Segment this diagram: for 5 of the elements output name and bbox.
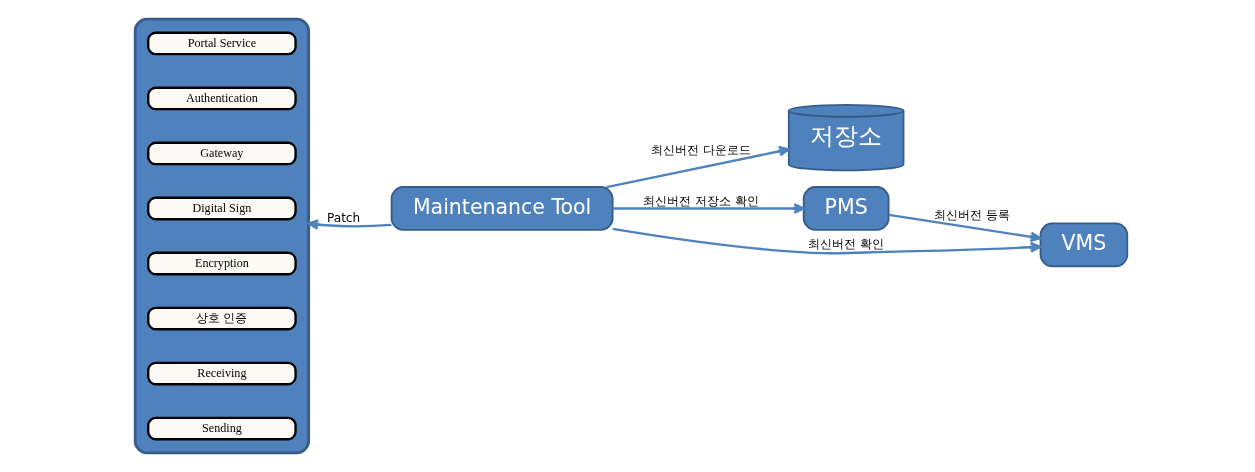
edge-label: 최신버전 저장소 확인 (642, 194, 759, 209)
edge-label: 최신버전 등록 (934, 208, 1010, 223)
edge-label: Patch (326, 210, 361, 225)
edge-label: 최신버전 확인 (808, 237, 885, 252)
edge-label: 최신버전 다운로드 (650, 142, 751, 157)
